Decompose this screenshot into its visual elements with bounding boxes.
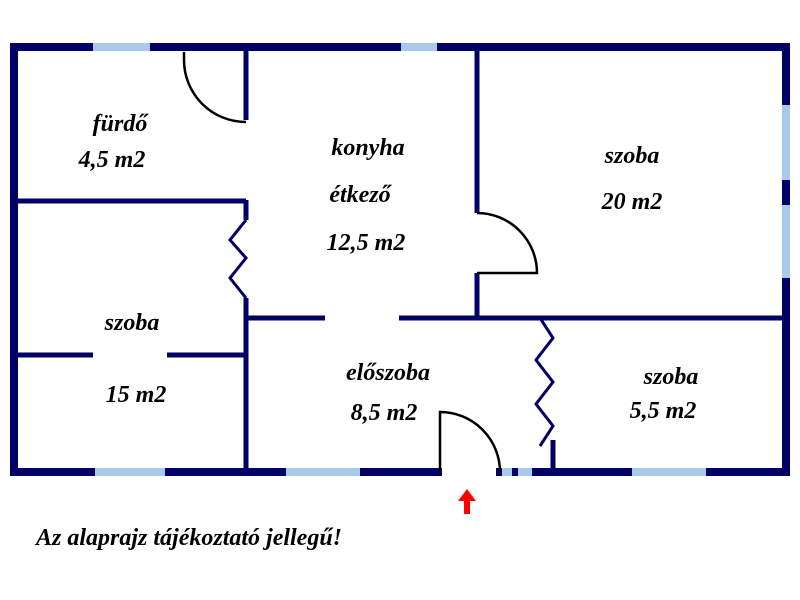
footer-note: Az alaprajz tájékoztató jellegű!	[34, 525, 342, 551]
room-area-furdo: 4,5 m2	[78, 147, 146, 173]
door-entrance	[438, 410, 502, 473]
zigzag-right	[534, 317, 555, 447]
room-label-szoba-left: szoba	[104, 310, 160, 336]
up-arrow-icon	[458, 489, 476, 514]
interior-walls	[17, 50, 786, 468]
zigzag-partitions	[228, 219, 555, 447]
room-label-konyha: konyha	[331, 135, 404, 161]
door-bathroom	[182, 52, 247, 124]
windows	[93, 43, 790, 476]
door-kitchen-room	[476, 211, 539, 275]
room-area-szoba-small: 5,5 m2	[630, 398, 697, 424]
room-label-furdo: fürdő	[93, 111, 150, 137]
room-area-eloszoba: 8,5 m2	[351, 400, 418, 426]
room-area-konyha: 12,5 m2	[327, 230, 406, 256]
room-label-eloszoba: előszoba	[346, 360, 430, 386]
room-area-szoba-large: 20 m2	[601, 189, 663, 215]
room-label-etkezo: étkező	[329, 182, 392, 208]
room-area-szoba-left: 15 m2	[106, 382, 167, 408]
room-label-szoba-small: szoba	[643, 364, 699, 390]
doors	[182, 52, 539, 473]
zigzag-left	[228, 219, 248, 299]
room-label-szoba-large: szoba	[604, 143, 660, 169]
